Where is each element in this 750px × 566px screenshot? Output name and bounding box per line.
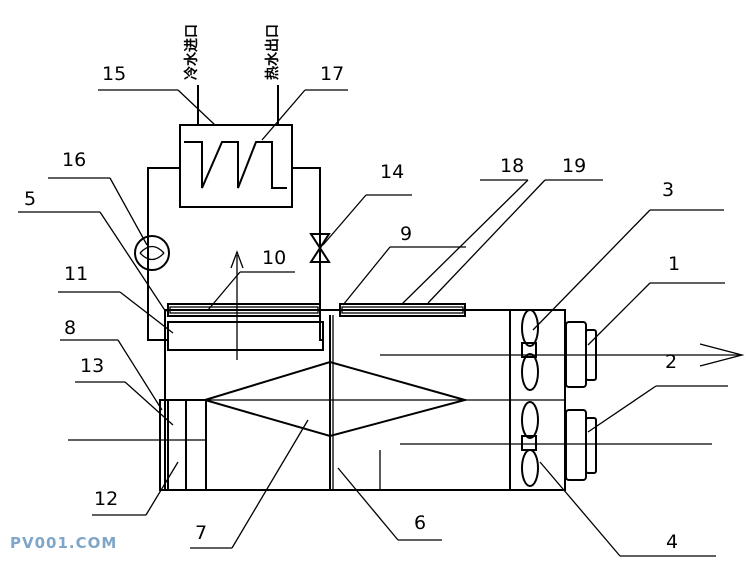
- part-label-19: 19: [562, 155, 586, 177]
- part-label-17: 17: [320, 63, 344, 85]
- water-port-labels: 冷水进口 热水出口: [183, 24, 281, 80]
- part-label-12: 12: [94, 488, 118, 510]
- inlet-filters: [159, 399, 207, 491]
- part-label-7: 7: [195, 522, 207, 544]
- heat-exchanger-core: [201, 360, 469, 438]
- hot-water-outlet-label: 热水出口: [264, 24, 281, 80]
- refrigerant-loop: [134, 85, 331, 360]
- main-housing: [164, 309, 566, 491]
- part-label-4: 4: [666, 531, 678, 553]
- part-label-8: 8: [64, 317, 76, 339]
- airflow-paths: [68, 340, 745, 445]
- part-label-9: 9: [400, 223, 412, 245]
- cold-water-inlet-label: 冷水进口: [183, 24, 200, 80]
- part-label-5: 5: [24, 188, 36, 210]
- part-label-11: 11: [64, 263, 88, 285]
- part-label-6: 6: [414, 512, 426, 534]
- part-label-1: 1: [668, 253, 680, 275]
- part-label-3: 3: [662, 179, 674, 201]
- part-label-16: 16: [62, 149, 86, 171]
- part-label-10: 10: [262, 247, 286, 269]
- supply-fan: [521, 401, 597, 487]
- part-label-13: 13: [80, 355, 104, 377]
- evaporator-coil: [167, 321, 324, 351]
- watermark: PV001.COM: [10, 534, 117, 552]
- part-labels: 15 17 16 5 14 18 19 3 9 10 1 11 8 2 13 1…: [24, 63, 680, 553]
- part-label-15: 15: [102, 63, 126, 85]
- part-label-2: 2: [665, 351, 677, 373]
- exhaust-fan: [521, 309, 597, 391]
- leader-lines: [18, 89, 728, 557]
- part-label-18: 18: [500, 155, 524, 177]
- part-label-14: 14: [380, 161, 404, 183]
